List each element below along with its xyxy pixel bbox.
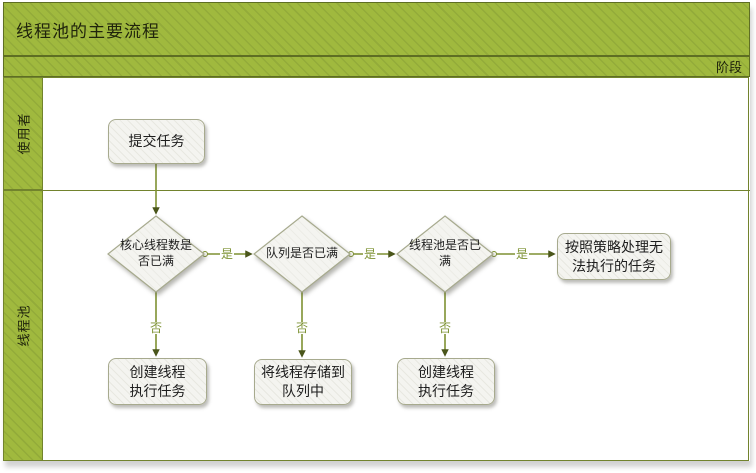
decision-queue-full-label: 队列是否已满: [265, 246, 338, 261]
edge-label-yes-2: 是: [362, 247, 378, 261]
flow-layer: 核心线程数是 否已满 队列是否已满 线程池是否已 满 提交任务 按照策略处理无 …: [3, 2, 750, 461]
node-policy-handle-task[interactable]: 按照策略处理无 法执行的任务: [557, 233, 671, 280]
node-create-thread-1[interactable]: 创建线程 执行任务: [108, 358, 207, 405]
node-store-to-queue[interactable]: 将线程存储到 队列中: [254, 359, 352, 405]
edge-label-no-3: 否: [437, 321, 453, 335]
node-submit-task[interactable]: 提交任务: [108, 119, 205, 164]
phase-label: 阶段: [715, 60, 742, 75]
node-create-thread-2[interactable]: 创建线程 执行任务: [397, 358, 495, 405]
edge-label-no-2: 否: [294, 321, 310, 335]
decision-core-threads-full[interactable]: [107, 215, 205, 293]
lane-divider: [43, 190, 750, 191]
decision-pool-full[interactable]: [396, 215, 494, 293]
lane-label-user: 使用者: [3, 77, 43, 190]
decision-core-threads-full-label: 核心线程数是 否已满: [119, 238, 192, 268]
connector-and-diamond-layer: [107, 164, 556, 358]
edge-label-yes-3: 是: [514, 247, 530, 261]
edge-label-yes-1: 是: [219, 247, 235, 261]
lane-label-threadpool: 线程池: [3, 190, 43, 461]
phase-header-bar: 阶段: [3, 56, 750, 77]
edge-label-no-1: 否: [148, 321, 164, 335]
decision-queue-full[interactable]: [253, 215, 351, 293]
diagram-title: 线程池的主要流程: [16, 21, 160, 41]
diagram-title-bar: 线程池的主要流程: [3, 2, 750, 56]
decision-pool-full-label: 线程池是否已 满: [408, 238, 481, 268]
swimlane-panel: 线程池的主要流程 阶段 使用者 线程池: [3, 2, 750, 461]
